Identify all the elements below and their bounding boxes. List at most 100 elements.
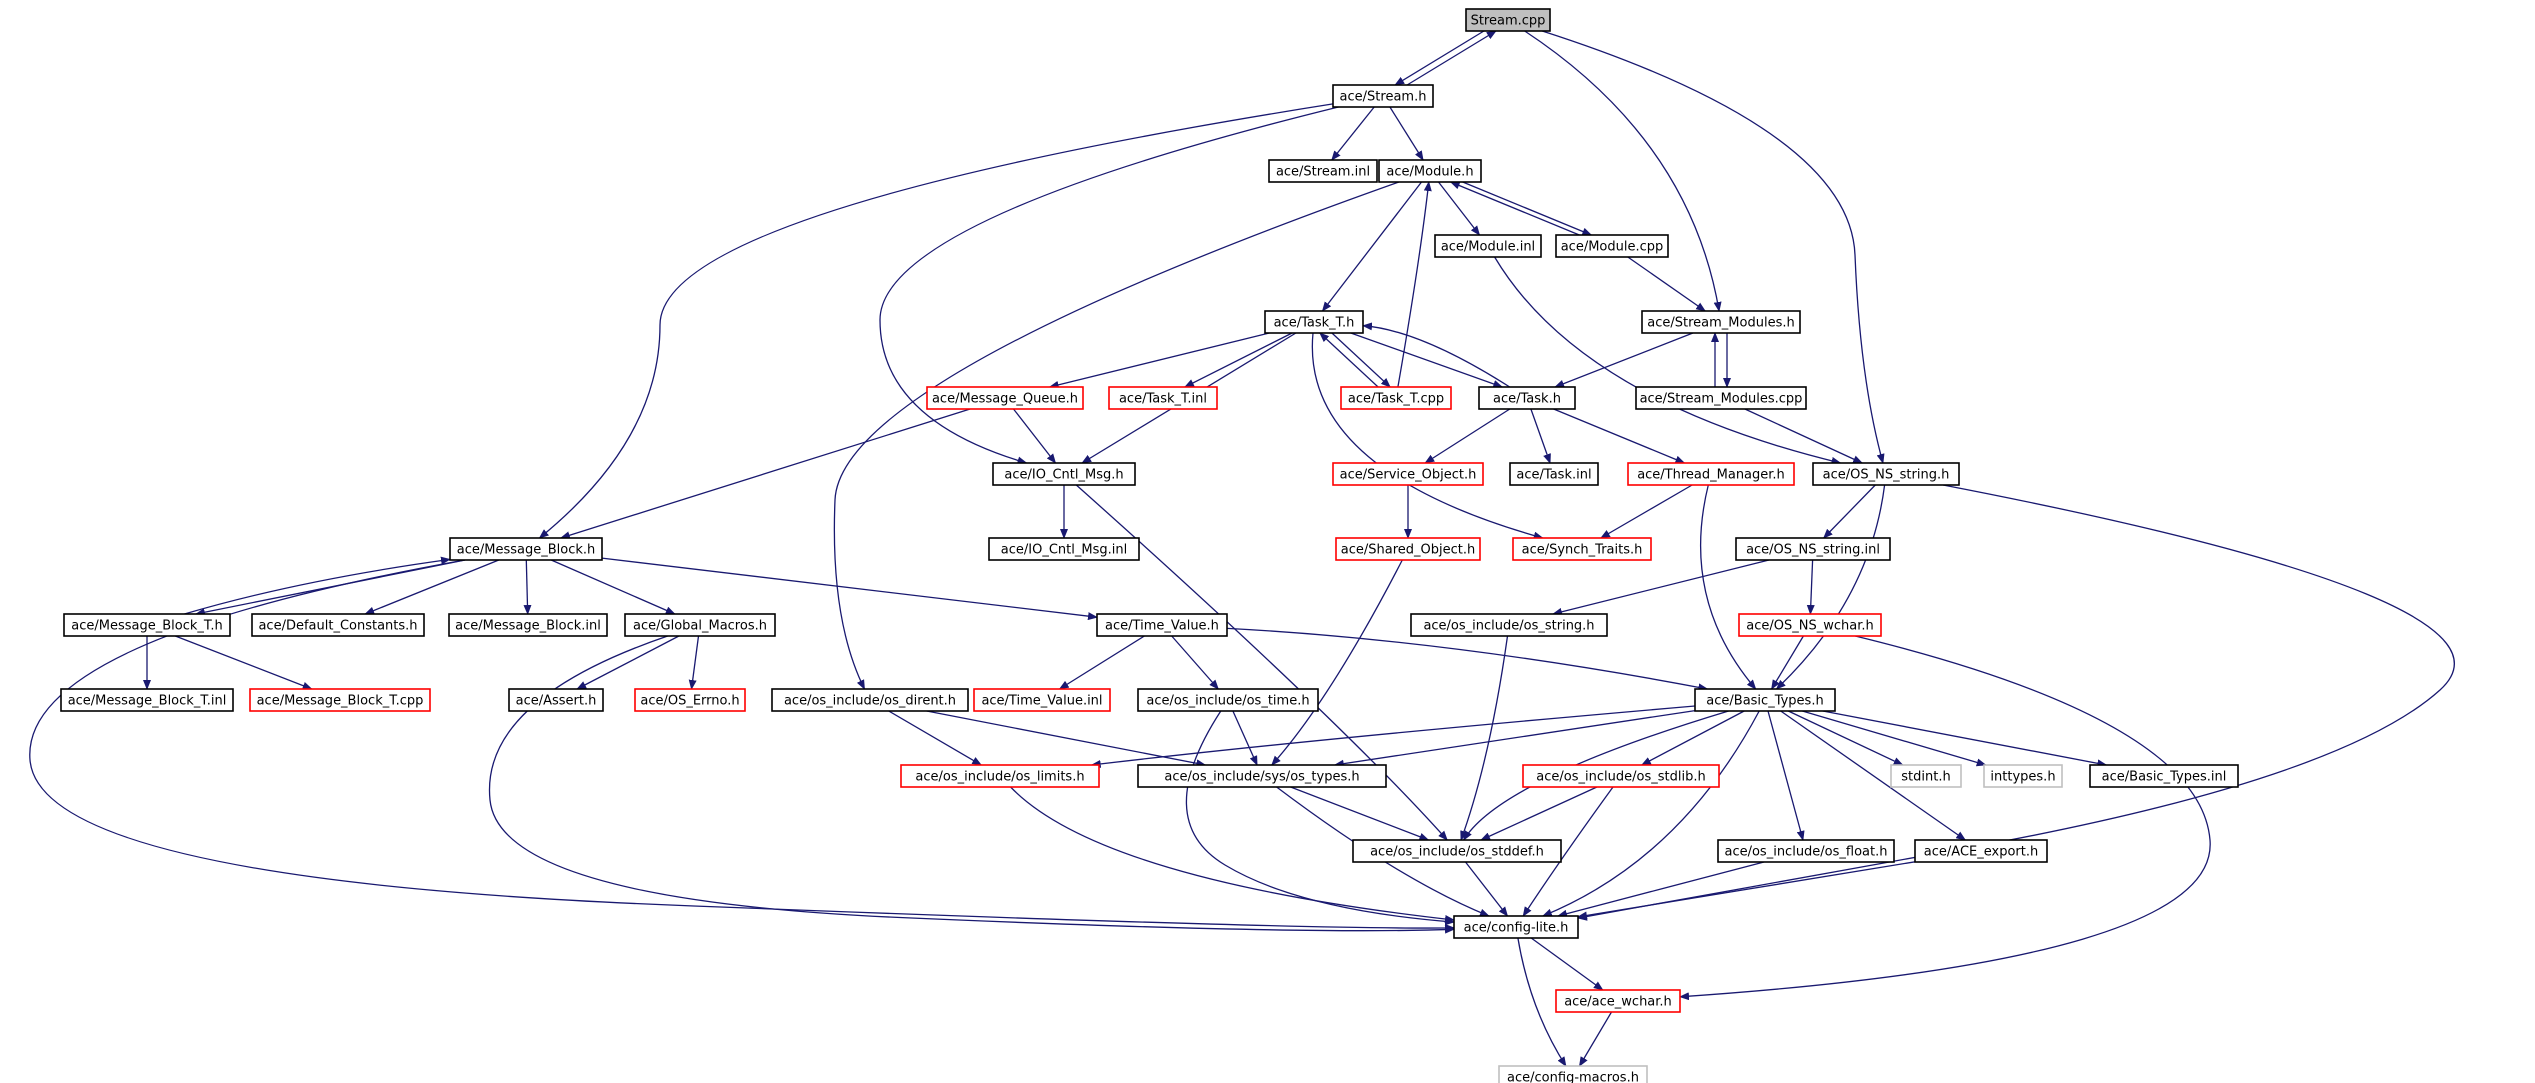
node-stdint-h[interactable]: stdint.h (1890, 764, 1962, 788)
node-os-stdlib-h[interactable]: ace/os_include/os_stdlib.h (1522, 764, 1720, 788)
node-message-queue-h[interactable]: ace/Message_Queue.h (926, 386, 1084, 410)
node-label: inttypes.h (1990, 770, 2055, 785)
node-label: ace/Task.h (1493, 392, 1561, 407)
node-label: ace/Module.inl (1441, 240, 1535, 255)
node-label: ace/Stream_Modules.cpp (1640, 392, 1803, 407)
node-shared-object-h[interactable]: ace/Shared_Object.h (1335, 537, 1481, 561)
node-message-block-inl[interactable]: ace/Message_Block.inl (448, 613, 608, 637)
node-stream-h[interactable]: ace/Stream.h (1332, 84, 1434, 108)
node-box (1555, 234, 1669, 258)
node-task-inl[interactable]: ace/Task.inl (1509, 462, 1599, 486)
node-stream-inl[interactable]: ace/Stream.inl (1268, 159, 1378, 183)
node-os-ns-wchar-h[interactable]: ace/OS_NS_wchar.h (1738, 613, 1882, 637)
node-box (1332, 84, 1434, 108)
node-box (1914, 839, 2048, 863)
node-box (1096, 613, 1228, 637)
node-task-t-inl[interactable]: ace/Task_T.inl (1108, 386, 1218, 410)
node-box (1498, 1065, 1648, 1083)
node-label: ace/config-lite.h (1464, 921, 1569, 936)
node-box (1522, 764, 1720, 788)
node-ace-export-h[interactable]: ace/ACE_export.h (1914, 839, 2048, 863)
node-box (1735, 537, 1891, 561)
node-box (1890, 764, 1962, 788)
node-stream-cpp[interactable]: Stream.cpp (1465, 8, 1551, 32)
node-box (1641, 310, 1801, 334)
node-ace-wchar-h[interactable]: ace/ace_wchar.h (1555, 989, 1681, 1013)
node-box (2089, 764, 2239, 788)
node-message-block-t-inl[interactable]: ace/Message_Block_T.inl (60, 688, 234, 712)
node-time-value-h[interactable]: ace/Time_Value.h (1096, 613, 1228, 637)
node-basic-types-inl[interactable]: ace/Basic_Types.inl (2089, 764, 2239, 788)
node-box (1555, 989, 1681, 1013)
node-service-object-h[interactable]: ace/Service_Object.h (1332, 462, 1484, 486)
node-label: ace/ace_wchar.h (1564, 995, 1672, 1010)
node-task-t-h[interactable]: ace/Task_T.h (1264, 310, 1364, 334)
node-box (1509, 462, 1599, 486)
node-assert-h[interactable]: ace/Assert.h (508, 688, 604, 712)
node-label: ace/Message_Queue.h (932, 392, 1078, 407)
edge-basic_types_h-to-os_limits_h (1090, 705, 1696, 768)
node-message-block-t-cpp[interactable]: ace/Message_Block_T.cpp (249, 688, 431, 712)
node-box (63, 613, 231, 637)
edge-os_types_h-to-os_stddef_h (1290, 786, 1430, 841)
node-box (926, 386, 1084, 410)
node-stream-modules-cpp[interactable]: ace/Stream_Modules.cpp (1635, 386, 1807, 410)
node-label: ace/Time_Value.h (1105, 619, 1219, 634)
node-os-stddef-h[interactable]: ace/os_include/os_stddef.h (1352, 839, 1562, 863)
node-default-constants-h[interactable]: ace/Default_Constants.h (251, 613, 425, 637)
edge-task_t_h-to-task_h (1350, 332, 1504, 388)
node-label: ace/os_include/os_stdlib.h (1536, 770, 1705, 785)
edge-layer (29, 30, 2455, 1067)
edge-os_string_h-to-os_stddef_h (1460, 635, 1509, 841)
node-task-h[interactable]: ace/Task.h (1478, 386, 1576, 410)
node-basic-types-h[interactable]: ace/Basic_Types.h (1694, 688, 1836, 712)
node-config-lite-h[interactable]: ace/config-lite.h (1453, 915, 1579, 939)
node-box (1137, 764, 1387, 788)
edge-message_block_h-to-time_value_h (601, 557, 1098, 621)
node-os-errno-h[interactable]: ace/OS_Errno.h (634, 688, 746, 712)
node-global-macros-h[interactable]: ace/Global_Macros.h (624, 613, 776, 637)
edge-os_ns_string_h-to-config_lite_h (1577, 484, 2455, 921)
node-label: ace/Task_T.h (1274, 316, 1355, 331)
node-label: ace/os_include/os_time.h (1146, 694, 1309, 709)
node-config-macros-h[interactable]: ace/config-macros.h (1498, 1065, 1648, 1083)
node-os-float-h[interactable]: ace/os_include/os_float.h (1717, 839, 1895, 863)
node-os-dirent-h[interactable]: ace/os_include/os_dirent.h (771, 688, 969, 712)
edge-task_t_h-to-synch_traits_h (1311, 332, 1544, 540)
node-box (992, 462, 1136, 486)
node-task-t-cpp[interactable]: ace/Task_T.cpp (1340, 386, 1452, 410)
edge-basic_types_h-to-os_float_h (1767, 710, 1805, 841)
node-label: ace/Basic_Types.inl (2102, 770, 2227, 785)
node-io-cntl-msg-h[interactable]: ace/IO_Cntl_Msg.h (992, 462, 1136, 486)
node-os-types-h[interactable]: ace/os_include/sys/os_types.h (1137, 764, 1387, 788)
edge-task_h-to-thread_manager_h (1553, 408, 1686, 464)
node-os-ns-string-h[interactable]: ace/OS_NS_string.h (1812, 462, 1960, 486)
node-module-inl[interactable]: ace/Module.inl (1434, 234, 1542, 258)
node-os-string-h[interactable]: ace/os_include/os_string.h (1410, 613, 1608, 637)
node-label: ace/ACE_export.h (1924, 845, 2038, 860)
node-label: ace/OS_NS_string.h (1823, 468, 1950, 483)
node-box (1268, 159, 1378, 183)
node-module-h[interactable]: ace/Module.h (1378, 159, 1482, 183)
node-io-cntl-msg-inl[interactable]: ace/IO_Cntl_Msg.inl (988, 537, 1140, 561)
node-box (1983, 764, 2063, 788)
node-time-value-inl[interactable]: ace/Time_Value.inl (973, 688, 1111, 712)
node-os-limits-h[interactable]: ace/os_include/os_limits.h (900, 764, 1100, 788)
node-os-ns-string-inl[interactable]: ace/OS_NS_string.inl (1735, 537, 1891, 561)
node-message-block-t-h[interactable]: ace/Message_Block_T.h (63, 613, 231, 637)
node-message-block-h[interactable]: ace/Message_Block.h (449, 537, 603, 561)
node-os-time-h[interactable]: ace/os_include/os_time.h (1137, 688, 1319, 712)
node-label: ace/os_include/os_string.h (1423, 619, 1594, 634)
node-stream-modules-h[interactable]: ace/Stream_Modules.h (1641, 310, 1801, 334)
node-module-cpp[interactable]: ace/Module.cpp (1555, 234, 1669, 258)
node-inttypes-h[interactable]: inttypes.h (1983, 764, 2063, 788)
edge-message_block_t_h-to-message_block_h (184, 556, 451, 615)
node-synch-traits-h[interactable]: ace/Synch_Traits.h (1512, 537, 1652, 561)
node-thread-manager-h[interactable]: ace/Thread_Manager.h (1627, 462, 1795, 486)
edge-stream_modules_cpp-to-os_ns_string_h (1744, 408, 1864, 464)
node-box (1627, 462, 1795, 486)
node-label: ace/Message_Block_T.h (71, 619, 222, 634)
edge-os_time_h-to-os_types_h (1232, 710, 1258, 766)
